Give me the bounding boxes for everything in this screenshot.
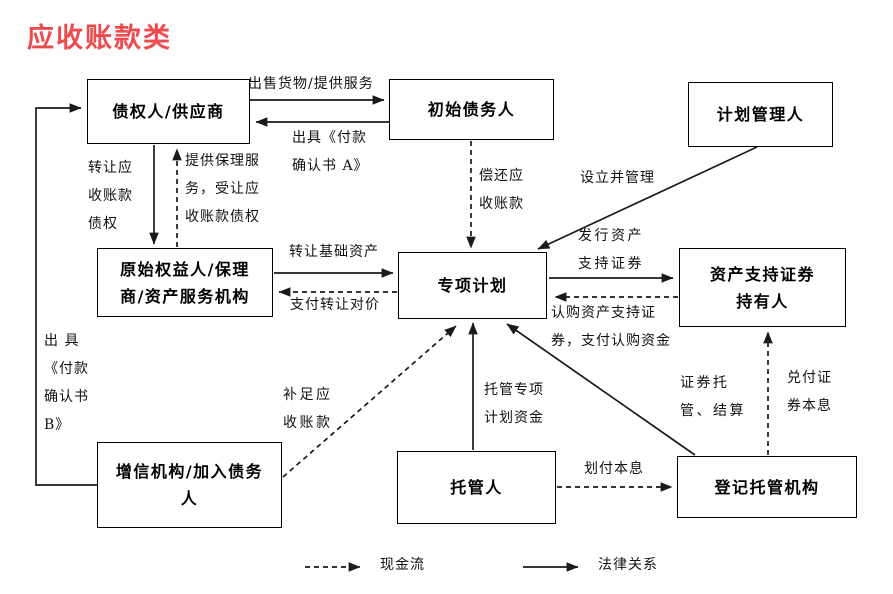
node-credit-enhancer-label: 增信机构/加入债务 人 <box>115 462 264 508</box>
edge-label-top-up: 补足应 收账款 <box>283 387 333 431</box>
edge-label-factoring: 提供保理服 务，受让应 收账款债权 <box>185 153 260 225</box>
node-creditor: 债权人/供应商 <box>87 79 250 144</box>
edge-label-confirm-a: 出具《付款 确认书 A》 <box>292 130 369 174</box>
node-special-plan: 专项计划 <box>398 252 547 319</box>
node-initial-debtor-label: 初始债务人 <box>427 100 516 119</box>
edge-top-up-line <box>282 325 457 478</box>
edge-label-issue-abs: 发行资产 支持证券 <box>578 228 644 272</box>
edge-label-sell-goods: 出售货物/提供服务 <box>248 76 374 92</box>
node-custodian: 托管人 <box>397 451 556 524</box>
node-plan-manager: 计划管理人 <box>688 82 833 147</box>
node-originator: 原始权益人/保理 商/资产服务机构 <box>97 248 273 317</box>
node-originator-label: 原始权益人/保理 商/资产服务机构 <box>120 259 250 306</box>
edge-label-subscribe: 认购资产支持证 券，支付认购资金 <box>551 305 671 349</box>
node-plan-manager-label: 计划管理人 <box>716 105 805 124</box>
node-abs-holder: 资产支持证券 持有人 <box>679 248 846 327</box>
node-abs-holder-label: 资产支持证券 持有人 <box>709 264 815 311</box>
edge-label-transfer-asset: 转让基础资产 <box>289 244 379 260</box>
node-special-plan-label: 专项计划 <box>437 276 508 295</box>
legend-legal-label: 法律关系 <box>598 557 658 573</box>
node-credit-enhancer: 增信机构/加入债务 人 <box>97 442 282 528</box>
edge-confirm-b-line <box>35 103 97 486</box>
edge-label-redeem: 兑付证 券本息 <box>787 370 832 414</box>
edge-setup-manage-line <box>537 146 758 250</box>
node-creditor-label: 债权人/供应商 <box>112 102 225 121</box>
edge-label-transfer-receivable: 转让应 收账款 债权 <box>88 160 133 232</box>
edge-label-pay-consideration: 支付转让对价 <box>290 297 380 313</box>
edge-label-confirm-b: 出 具 《付款 确认书 B》 <box>44 333 89 433</box>
edge-label-repay: 偿还应 收账款 <box>479 168 524 212</box>
edge-custody-settle-line <box>506 323 696 456</box>
node-custodian-label: 托管人 <box>450 478 503 497</box>
legend-cash-flow-label: 现金流 <box>380 557 425 573</box>
node-initial-debtor: 初始债务人 <box>389 79 554 140</box>
edge-label-setup-manage: 设立并管理 <box>580 170 655 186</box>
page-title: 应收账款类 <box>27 23 172 53</box>
edge-label-custody-funds: 托管专项 计划资金 <box>484 382 544 426</box>
node-registrar-label: 登记托管机构 <box>714 477 820 497</box>
edge-label-custody-settle: 证券托 管、结算 <box>680 375 746 419</box>
node-registrar: 登记托管机构 <box>677 456 857 518</box>
edge-label-pay-principal: 划付本息 <box>584 461 644 477</box>
